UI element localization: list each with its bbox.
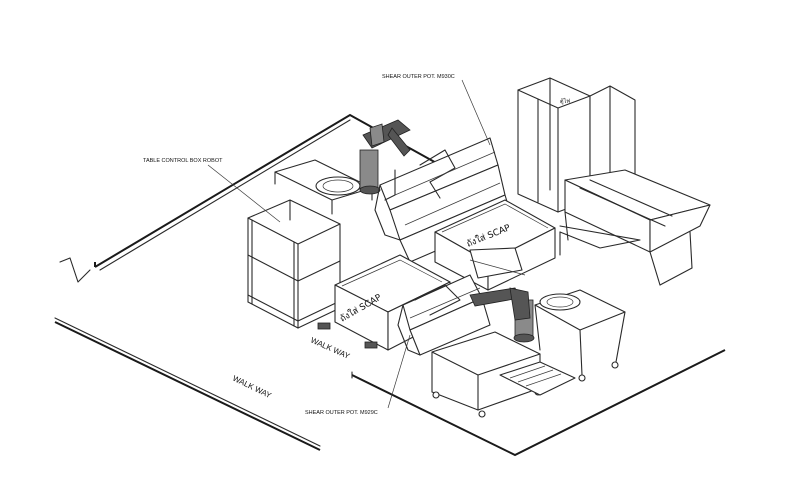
label-walkway-large: WALK WAY: [231, 374, 273, 401]
right-cart: [559, 169, 711, 286]
shelf-rack: [247, 199, 341, 329]
label-table-control-box: TABLE CONTROL BOX ROBOT: [143, 158, 223, 164]
label-walkway-small: WALK WAY: [309, 336, 352, 362]
leader-lines: [207, 79, 491, 409]
label-cabinet: ตู้ไฟ: [560, 98, 571, 105]
right-turntable-table: [534, 289, 626, 382]
label-shear-outer-top: SHEAR OUTER POT. M930C: [382, 74, 455, 80]
robot-arm-front: [469, 287, 535, 343]
robot-arm-back: [359, 119, 411, 195]
front-workstation-cart: [431, 331, 576, 418]
shear-machine-front: [397, 247, 526, 356]
label-shear-outer-bottom: SHEAR OUTER POT. M929C: [305, 410, 378, 416]
scrap-bin-back: ถังใส่ SCAP: [434, 199, 556, 291]
floor-area-outline: [54, 113, 726, 457]
